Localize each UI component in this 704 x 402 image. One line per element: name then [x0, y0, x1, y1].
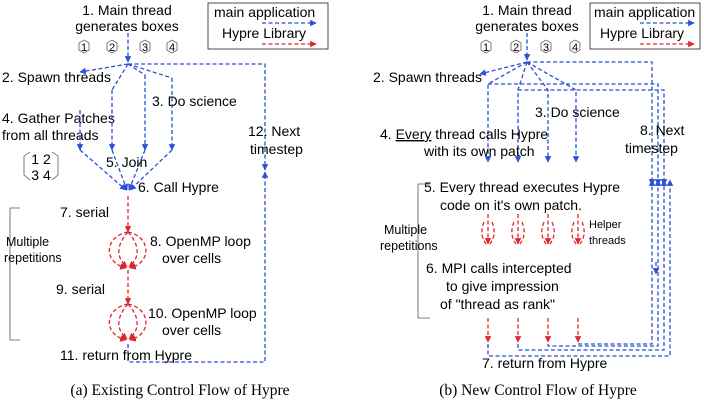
left-legend-hypre-label: Hypre Library: [222, 25, 306, 41]
left-step8-line1: 8. OpenMP loop: [150, 233, 251, 249]
right-step4-rest: thread calls Hypre: [431, 126, 548, 142]
left-step1-line2: generates boxes: [75, 18, 179, 34]
left-step10-line2: over cells: [162, 322, 221, 338]
left-step12-line1: 12. Next: [248, 123, 300, 139]
right-box-4: 4: [572, 42, 578, 54]
right-step6-line3: of "thread as rank": [440, 296, 555, 312]
right-box-1: 1: [483, 42, 489, 54]
right-step4-prefix: 4.: [380, 126, 396, 142]
left-box-3: 3: [142, 42, 148, 54]
left-step5: 5. Join: [106, 154, 147, 170]
left-step4-line2: from all threads: [2, 127, 98, 143]
right-step2: 2. Spawn threads: [373, 69, 482, 85]
left-multiple-line2: repetitions: [4, 251, 62, 265]
left-box-1: 1: [81, 42, 87, 54]
right-step1-line2: generates boxes: [475, 18, 579, 34]
left-box-row: 1 2 3 4: [78, 39, 178, 54]
left-box-2: 2: [109, 42, 115, 54]
left-patch-row2: 3 4: [31, 167, 51, 183]
right-caption: (b) New Control Flow of Hypre: [439, 382, 637, 399]
right-step5-line2: code on it's own patch.: [440, 197, 582, 213]
right-box-row: 1 2 3 4: [480, 39, 581, 54]
right-step1-line1: 1. Main thread: [482, 2, 572, 18]
left-caption: (a) Existing Control Flow of Hypre: [70, 382, 289, 399]
right-step6-line1: 6. MPI calls intercepted: [426, 260, 572, 276]
right-helper-line1: Helper: [589, 219, 622, 231]
right-thread-loops: [481, 214, 585, 245]
left-step12-line2: timestep: [250, 141, 303, 157]
right-multiple-line2: repetitions: [380, 239, 438, 253]
left-openmp-loop-2: [108, 303, 147, 342]
left-next-timestep-loop: [127, 171, 269, 363]
left-step1-line1: 1. Main thread: [82, 2, 172, 18]
left-step10-line1: 10. OpenMP loop: [148, 305, 257, 321]
right-step7: 7. return from Hypre: [482, 355, 607, 371]
right-legend-main-label: main application: [594, 4, 695, 20]
left-step11: 11. return from Hypre: [60, 347, 192, 363]
left-step6: 6. Call Hypre: [138, 179, 219, 195]
right-repetition-bracket: [417, 183, 430, 319]
left-next-timestep-loop-top: [128, 63, 269, 171]
left-patch-grid: 1 2 3 4: [23, 151, 59, 183]
left-step4-line1: 4. Gather Patches: [2, 110, 115, 126]
right-step8-line1: 8. Next: [640, 122, 684, 138]
left-step9: 9. serial: [56, 281, 105, 297]
right-legend-hypre-label: Hypre Library: [600, 25, 684, 41]
right-multiple-line1: Multiple: [384, 223, 427, 237]
right-step4-line2: with its own patch: [423, 143, 535, 159]
left-multiple-line1: Multiple: [6, 235, 49, 249]
right-helper-line2: threads: [589, 235, 626, 247]
left-patch-row1: 1 2: [31, 151, 51, 167]
left-step3: 3. Do science: [152, 93, 237, 109]
right-step4-every: Every: [396, 126, 432, 142]
right-step3: 3. Do science: [535, 104, 620, 120]
right-step5-line1: 5. Every thread executes Hypre: [424, 179, 620, 195]
left-repetition-bracket: [9, 207, 20, 341]
left-box-4: 4: [169, 42, 175, 54]
right-box-3: 3: [543, 42, 549, 54]
right-legend: main application Hypre Library: [589, 2, 701, 50]
left-openmp-loop-1: [108, 231, 147, 270]
left-step7: 7. serial: [60, 204, 109, 220]
right-box-2: 2: [513, 42, 519, 54]
left-step2: 2. Spawn threads: [2, 69, 111, 85]
left-legend-main-label: main application: [214, 4, 315, 20]
left-step8-line2: over cells: [162, 250, 221, 266]
panel-existing-control-flow: 1. Main thread generates boxes 1 2 3 4 2…: [2, 2, 303, 399]
left-legend: main application Hypre Library: [207, 2, 329, 50]
right-step8-line2: timestep: [625, 140, 678, 156]
panel-new-control-flow: 1. Main thread generates boxes 1 2 3 4 2…: [373, 2, 684, 399]
svg-text:4. Every thread calls Hypre: 4. Every thread calls Hypre: [380, 126, 548, 142]
right-step6-line2: to give impression: [446, 278, 559, 294]
